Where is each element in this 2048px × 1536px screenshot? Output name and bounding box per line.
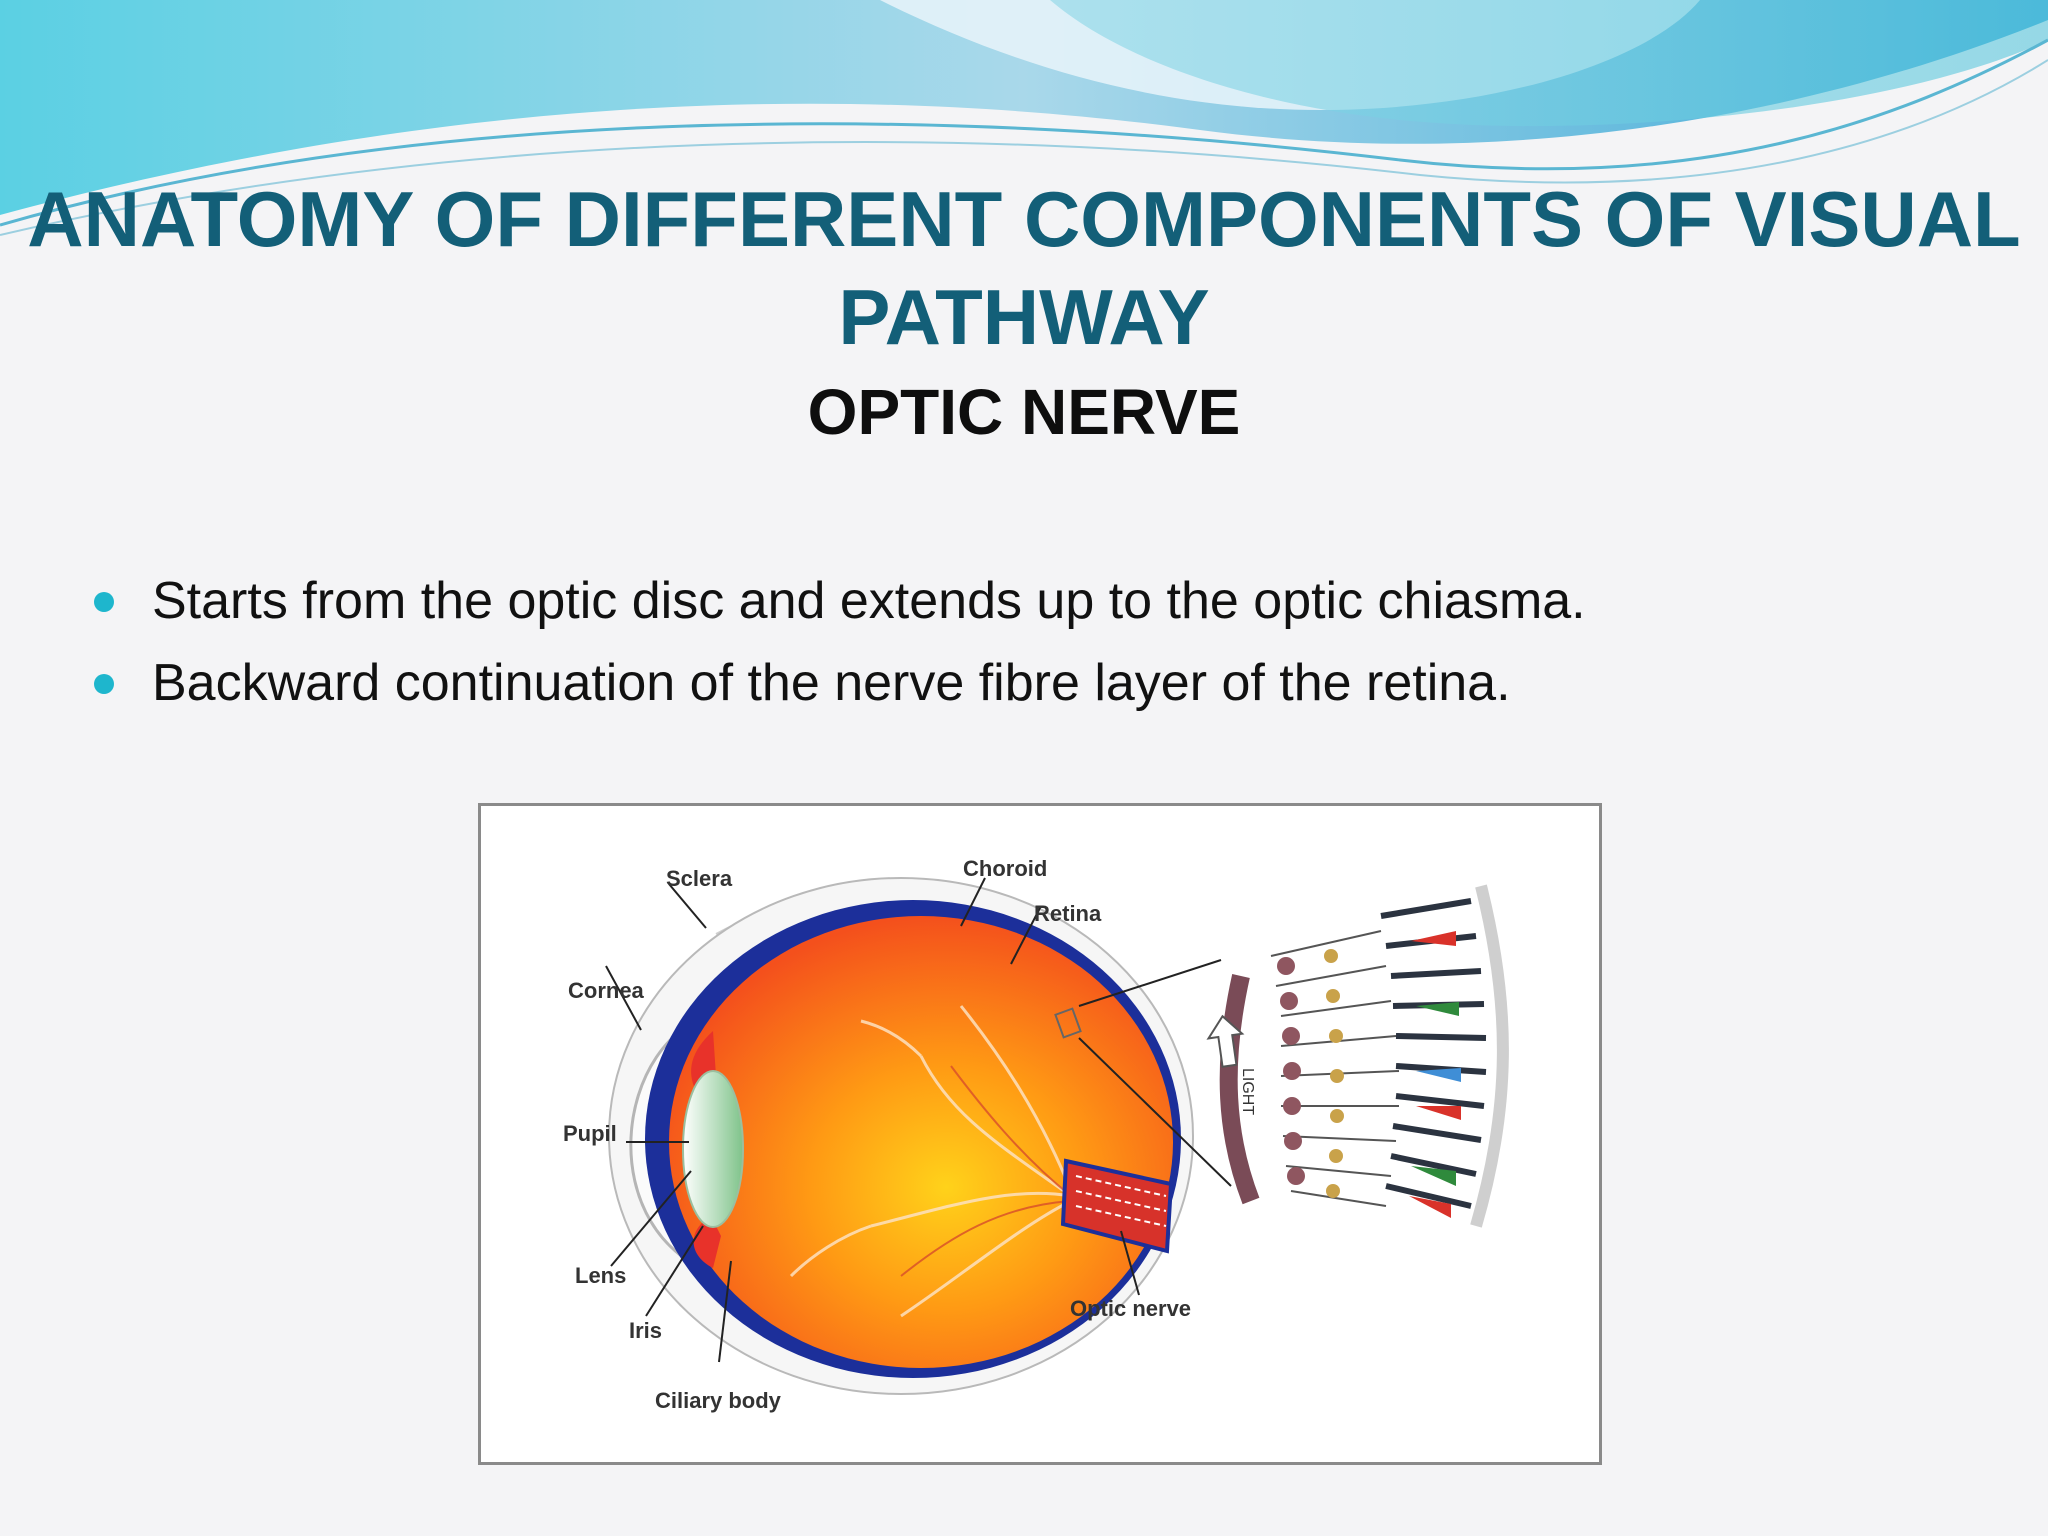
magnify-box <box>1054 1007 1082 1039</box>
bullet-dot-icon <box>94 592 114 612</box>
label-ciliary-body: Ciliary body <box>655 1388 782 1413</box>
label-pupil: Pupil <box>563 1121 617 1146</box>
vitreous-body-shape <box>669 916 1173 1368</box>
optic-nerve-shape <box>1060 1158 1174 1254</box>
header-wave-decoration <box>0 0 2048 236</box>
label-choroid: Choroid <box>963 856 1047 881</box>
retinal-vessels <box>789 1005 1073 1318</box>
label-sclera: Sclera <box>666 866 733 891</box>
slide-subtitle: OPTIC NERVE <box>807 376 1241 448</box>
bullet-item: Starts from the optic disc and extends u… <box>90 560 1970 642</box>
leader-lines <box>605 877 1140 1363</box>
eye-anatomy-figure: LIGHT Sclera Choroid Retina Cornea Pupil… <box>478 803 1602 1465</box>
bullet-text: Starts from the optic disc and extends u… <box>152 572 1586 630</box>
label-light: LIGHT <box>1239 1068 1256 1115</box>
bullet-text: Backward continuation of the nerve fibre… <box>152 654 1511 712</box>
label-retina: Retina <box>1034 901 1102 926</box>
bullet-item: Backward continuation of the nerve fibre… <box>90 642 1970 724</box>
label-optic-nerve: Optic nerve <box>1070 1296 1191 1321</box>
label-lens: Lens <box>575 1263 626 1288</box>
retina-cell-detail <box>1206 884 1509 1228</box>
bullet-dot-icon <box>94 674 114 694</box>
eye-diagram: LIGHT Sclera Choroid Retina Cornea Pupil… <box>563 856 1509 1413</box>
label-cornea: Cornea <box>568 978 645 1003</box>
bullet-list: Starts from the optic disc and extends u… <box>90 560 1970 724</box>
light-arrow-icon <box>1206 1014 1245 1068</box>
lens-shape <box>682 1070 744 1228</box>
slide-title: ANATOMY OF DIFFERENT COMPONENTS OF VISUA… <box>27 175 2021 361</box>
label-iris: Iris <box>629 1318 662 1343</box>
